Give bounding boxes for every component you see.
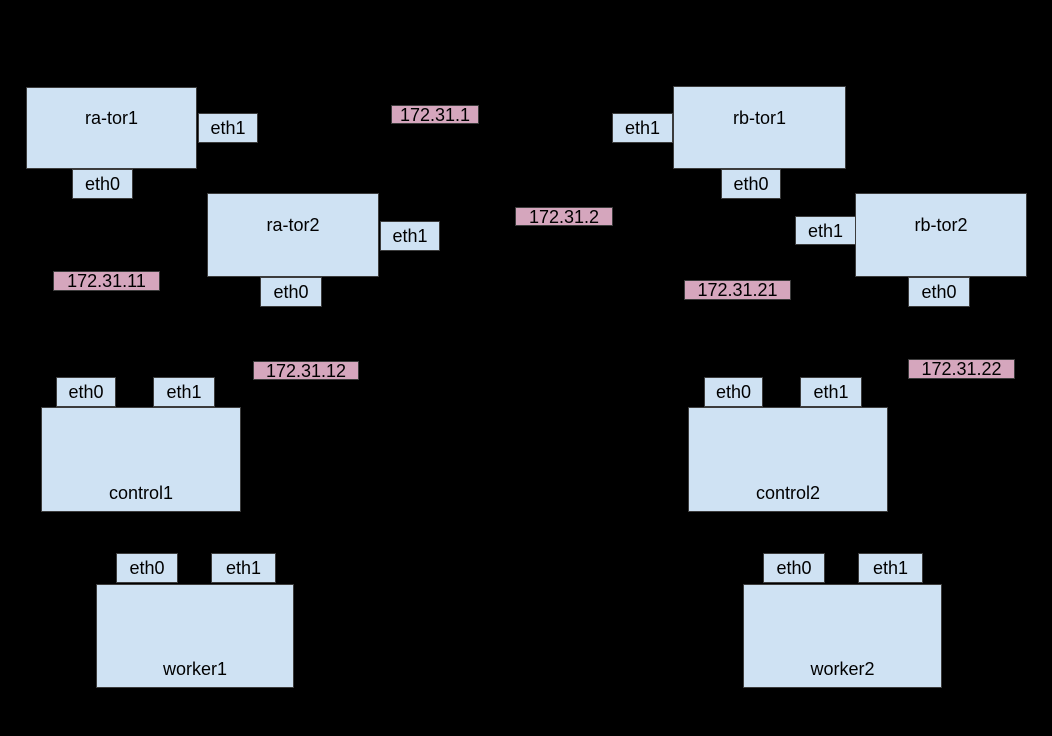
port-rb-tor2-eth1: eth1	[795, 216, 856, 245]
port-control1-eth0: eth0	[56, 377, 116, 407]
node-worker2: worker2	[743, 584, 942, 688]
port-ra-tor2-eth0: eth0	[260, 277, 322, 307]
node-label: ra-tor2	[266, 215, 320, 235]
port-control2-eth1: eth1	[800, 377, 862, 407]
node-control2: control2	[688, 407, 888, 512]
port-control2-eth0: eth0	[704, 377, 763, 407]
port-worker2-eth1: eth1	[858, 553, 923, 583]
node-worker1: worker1	[96, 584, 294, 688]
port-worker2-eth0: eth0	[763, 553, 825, 583]
node-label: worker2	[810, 659, 875, 679]
node-rb-tor1: rb-tor1	[673, 86, 846, 169]
port-control1-eth1: eth1	[153, 377, 215, 407]
ip-label-172.31.22: 172.31.22	[908, 359, 1015, 379]
node-rb-tor2: rb-tor2	[855, 193, 1027, 277]
port-worker1-eth0: eth0	[116, 553, 178, 583]
node-label: control2	[755, 483, 821, 503]
port-rb-tor1-eth1: eth1	[612, 113, 673, 143]
port-ra-tor1-eth0: eth0	[72, 169, 133, 199]
node-ra-tor1: ra-tor1	[26, 87, 197, 169]
node-label: control1	[108, 483, 174, 503]
node-label: ra-tor1	[84, 108, 138, 128]
ip-label-172.31.21: 172.31.21	[684, 280, 791, 300]
node-label: worker1	[162, 659, 228, 679]
node-label: rb-tor1	[732, 107, 786, 128]
ip-label-172.31.2: 172.31.2	[515, 207, 613, 226]
ip-label-172.31.11: 172.31.11	[53, 271, 160, 291]
port-worker1-eth1: eth1	[211, 553, 276, 583]
node-ra-tor2: ra-tor2	[207, 193, 379, 277]
ip-label-172.31.12: 172.31.12	[253, 361, 359, 380]
ip-label-172.31.1: 172.31.1	[391, 105, 479, 124]
port-ra-tor1-eth1: eth1	[198, 113, 258, 143]
node-control1: control1	[41, 407, 241, 512]
node-label: rb-tor2	[914, 215, 968, 235]
port-rb-tor2-eth0: eth0	[908, 277, 970, 307]
port-ra-tor2-eth1: eth1	[380, 221, 440, 251]
port-rb-tor1-eth0: eth0	[721, 169, 781, 199]
